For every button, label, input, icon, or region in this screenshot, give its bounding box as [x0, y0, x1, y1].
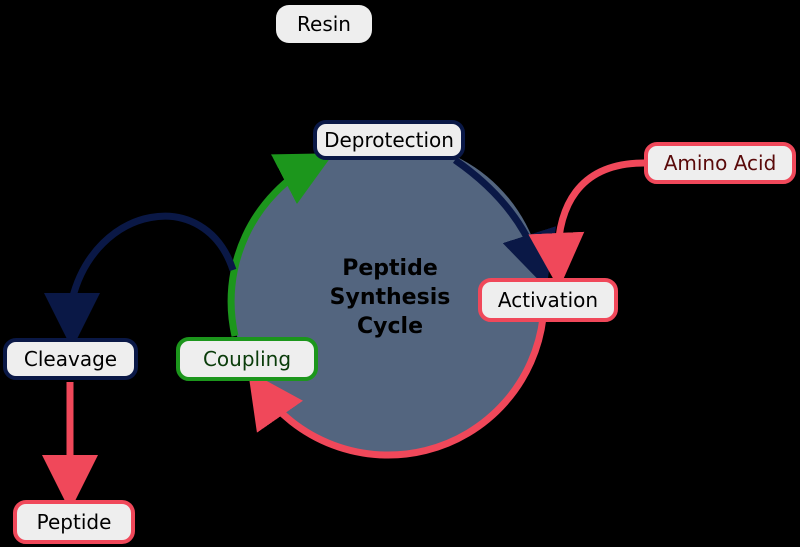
node-activation: Activation	[478, 278, 618, 322]
arrow-coupling-to-deprotection	[227, 153, 334, 337]
node-peptide: Peptide	[13, 500, 135, 544]
node-deprotection: Deprotection	[313, 120, 465, 160]
node-resin: Resin	[276, 5, 372, 43]
cycle-title-line1: Peptide	[342, 256, 438, 281]
node-coupling: Coupling	[176, 337, 318, 381]
arrow-activation-to-coupling	[248, 317, 547, 459]
node-amino-acid: Amino Acid	[644, 142, 796, 184]
arrow-coupling-to-cleavage	[44, 212, 237, 349]
cycle-title-line3: Cycle	[357, 314, 423, 339]
arrow-amino-acid-to-activation	[528, 159, 645, 289]
cycle-title: Peptide Synthesis Cycle	[300, 254, 480, 341]
node-cleavage: Cleavage	[3, 338, 138, 380]
cycle-title-line2: Synthesis	[329, 285, 451, 310]
